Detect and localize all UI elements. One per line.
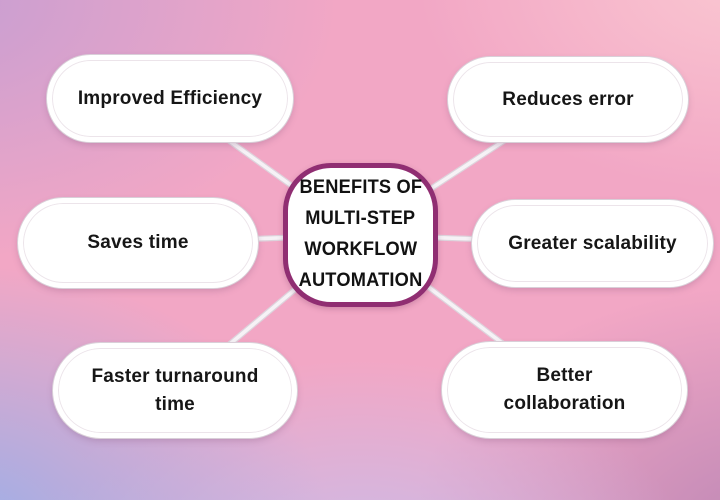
- center-title-line: WORKFLOW: [304, 239, 417, 260]
- center-title-line: AUTOMATION: [298, 269, 423, 291]
- node-improved-efficiency: Improved Efficiency: [47, 55, 293, 142]
- node-label: Better: [536, 365, 593, 387]
- node-saves-time: Saves time: [18, 198, 258, 288]
- node-label: Reduces error: [502, 88, 634, 110]
- node-greater-scalability: Greater scalability: [472, 200, 713, 287]
- node-label: Faster turnaround: [91, 365, 259, 387]
- node-better-collaboration: Better collaboration: [442, 342, 687, 438]
- node-faster-turnaround-time: Faster turnaround time: [53, 343, 297, 438]
- node-reduces-error: Reduces error: [448, 57, 688, 142]
- node-label: Saves time: [87, 232, 189, 254]
- center-title-line: MULTI-STEP: [305, 208, 416, 230]
- node-label-line2: time: [155, 393, 195, 415]
- center-title-line: BENEFITS OF: [299, 177, 422, 199]
- node-label: Improved Efficiency: [77, 87, 263, 109]
- node-center-title: BENEFITS OF MULTI-STEP WORKFLOW AUTOMATI…: [283, 163, 438, 307]
- node-label: Greater scalability: [508, 232, 677, 254]
- node-label-line2: collaboration: [503, 393, 626, 414]
